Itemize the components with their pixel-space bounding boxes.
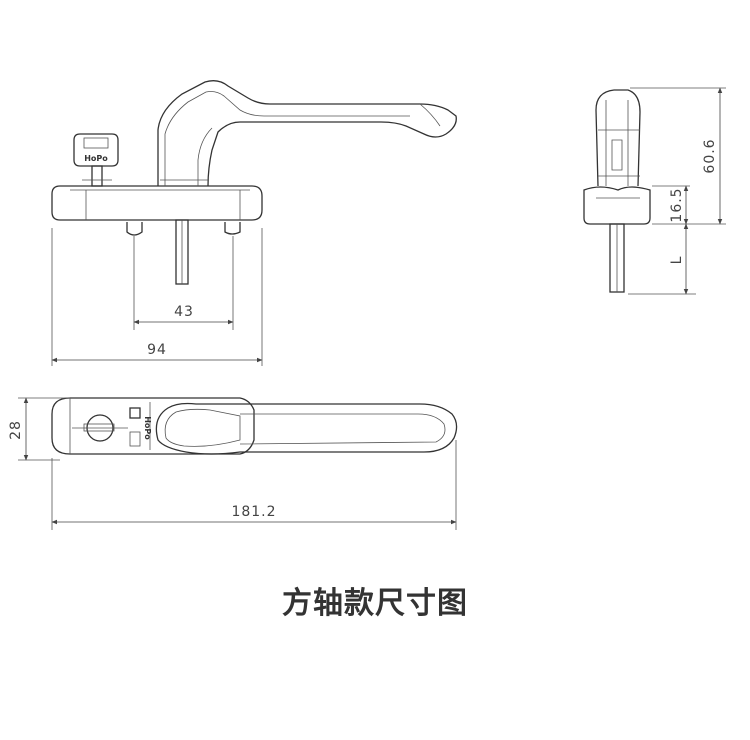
dim-base-width: 94 [147,342,167,358]
dim-total-length: 181.2 [231,504,276,520]
drawing-caption: 方轴款尺寸图 [282,586,468,621]
front-view: HoPo 43 94 [51,80,457,366]
screw-right [224,222,241,235]
dim-shaft-spacing: 43 [174,304,194,320]
top-lever [155,402,458,455]
front-base-plate [51,185,263,221]
front-lever [157,80,457,187]
brand-mark: HoPo [84,154,108,163]
dim-base-height: 16.5 [669,187,685,222]
top-base [51,397,255,455]
dim-height-total: 60.6 [702,138,718,173]
screw-left [126,222,143,236]
lock-key: HoPo [73,133,119,187]
brand-mark-top: HoPo [143,416,152,440]
side-base [583,186,651,225]
side-handle [595,89,641,187]
dim-shaft-length: L [669,256,685,265]
dim-depth: 28 [8,420,24,440]
top-view: HoPo 28 181.2 [8,397,458,530]
side-view: 60.6 16.5 L [583,87,726,295]
